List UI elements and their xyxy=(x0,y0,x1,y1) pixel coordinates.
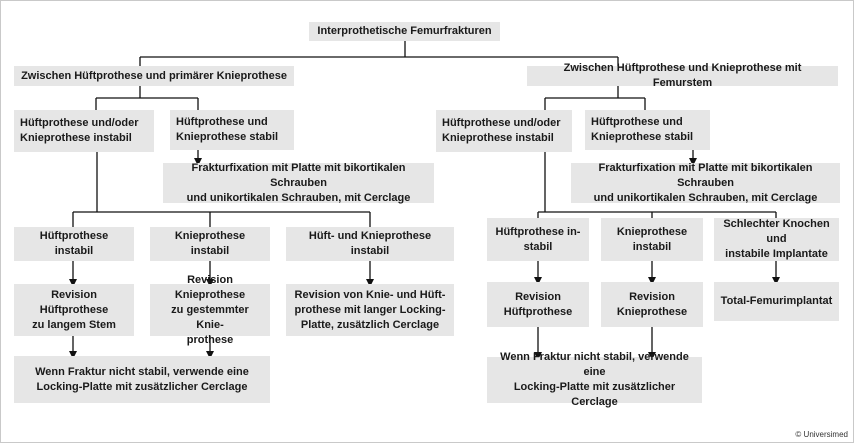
connector-left-l2 xyxy=(72,152,371,227)
left-instabil-node: Hüftprothese und/oder Knieprothese insta… xyxy=(14,110,154,152)
root-node: Interprothetische Femurfrakturen xyxy=(309,22,500,41)
right-branch-node: Zwischen Hüftprothese und Knieprothese m… xyxy=(527,62,838,89)
right-bad-bone-node: Schlechter Knochen und instabile Implant… xyxy=(714,218,839,261)
right-fixation-node: Frakturfixation mit Platte mit bikortika… xyxy=(571,162,840,204)
left-hip-instabil-node: Hüftprothese instabil xyxy=(14,227,134,261)
left-stabil-node: Hüftprothese und Knieprothese stabil xyxy=(170,110,294,150)
left-revision-both-node: Revision von Knie- und Hüft- prothese mi… xyxy=(286,284,454,336)
connector-right-l2 xyxy=(537,152,777,218)
right-hip-instabil-node: Hüftprothese in- stabil xyxy=(487,218,589,261)
left-branch-node: Zwischen Hüftprothese und primärer Kniep… xyxy=(14,66,294,86)
right-revision-knee-node: Revision Knieprothese xyxy=(601,282,703,327)
left-fixation-node: Frakturfixation mit Platte mit bikortika… xyxy=(163,162,434,204)
right-locking-node: Wenn Fraktur nicht stabil, verwende eine… xyxy=(487,351,702,408)
connector-left-l1 xyxy=(95,86,199,110)
left-locking-node: Wenn Fraktur nicht stabil, verwende eine… xyxy=(14,356,270,403)
right-stabil-node: Hüftprothese und Knieprothese stabil xyxy=(585,110,710,150)
right-total-node: Total-Femurimplantat xyxy=(714,282,839,321)
connector-root xyxy=(139,40,619,66)
copyright-text: © Universimed xyxy=(795,430,848,439)
right-revision-hip-node: Revision Hüftprothese xyxy=(487,282,589,327)
left-revision-hip-node: Revision Hüftprothese zu langem Stem xyxy=(14,284,134,336)
left-knee-instabil-node: Knieprothese instabil xyxy=(150,227,270,261)
left-both-instabil-node: Hüft- und Knieprothese instabil xyxy=(286,227,454,261)
right-knee-instabil-node: Knieprothese instabil xyxy=(601,218,703,261)
right-instabil-node: Hüftprothese und/oder Knieprothese insta… xyxy=(436,110,572,152)
left-revision-knee-node: Revision Knieprothese zu gestemmter Knie… xyxy=(150,274,270,346)
connector-right-l1 xyxy=(544,86,646,110)
